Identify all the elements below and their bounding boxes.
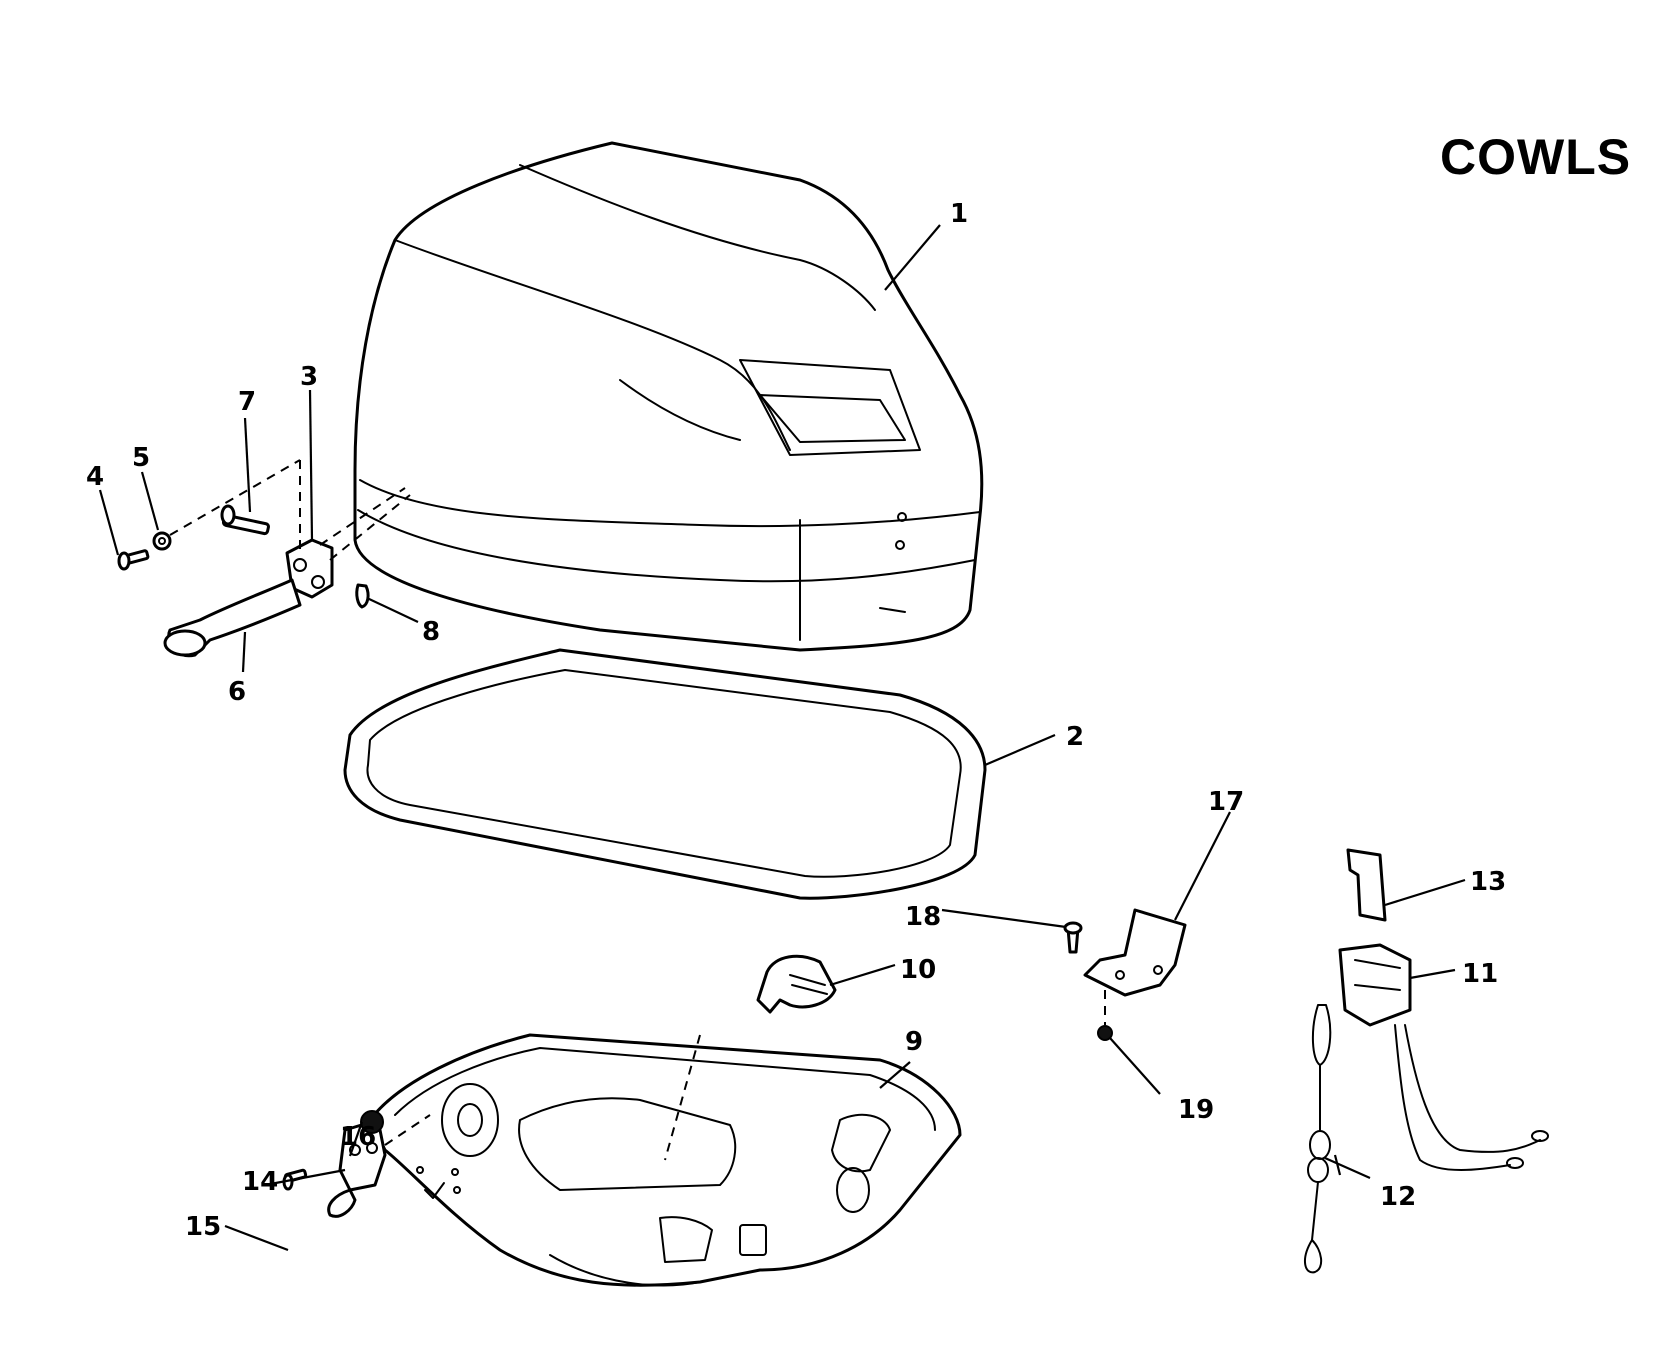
- callout-3: 3: [300, 362, 318, 392]
- callout-labels: 1 2 3 4 5 6 7 8 9 10 11 12 13 14 15 16 1…: [86, 199, 1506, 1242]
- callout-9: 9: [905, 1027, 923, 1057]
- callout-12: 12: [1380, 1182, 1416, 1212]
- callout-7: 7: [238, 387, 256, 417]
- stop-switch-assembly: [1304, 848, 1549, 1274]
- callout-17: 17: [1208, 787, 1244, 817]
- diagram-title: COWLS: [1440, 129, 1632, 185]
- latch-bracket: [756, 954, 837, 1014]
- callout-6: 6: [228, 677, 246, 707]
- callout-1: 1: [950, 199, 968, 229]
- callout-19: 19: [1178, 1095, 1214, 1125]
- callout-4: 4: [86, 462, 104, 492]
- cowl-seal: [343, 648, 987, 900]
- callout-5: 5: [132, 443, 150, 473]
- bottom-cowl: [368, 1033, 962, 1287]
- callout-8: 8: [422, 617, 440, 647]
- callout-16: 16: [340, 1122, 376, 1152]
- top-cowl: [353, 141, 984, 652]
- lower-latch-assembly: [282, 1034, 701, 1218]
- leader-lines: [98, 224, 1466, 1252]
- callout-14: 14: [242, 1167, 278, 1197]
- callout-13: 13: [1470, 867, 1506, 897]
- callout-10: 10: [900, 955, 936, 985]
- mounting-plate-assembly: [1063, 908, 1187, 1041]
- callout-2: 2: [1066, 722, 1084, 752]
- callout-15: 15: [185, 1212, 221, 1242]
- callout-11: 11: [1462, 959, 1498, 989]
- callout-18: 18: [905, 902, 941, 932]
